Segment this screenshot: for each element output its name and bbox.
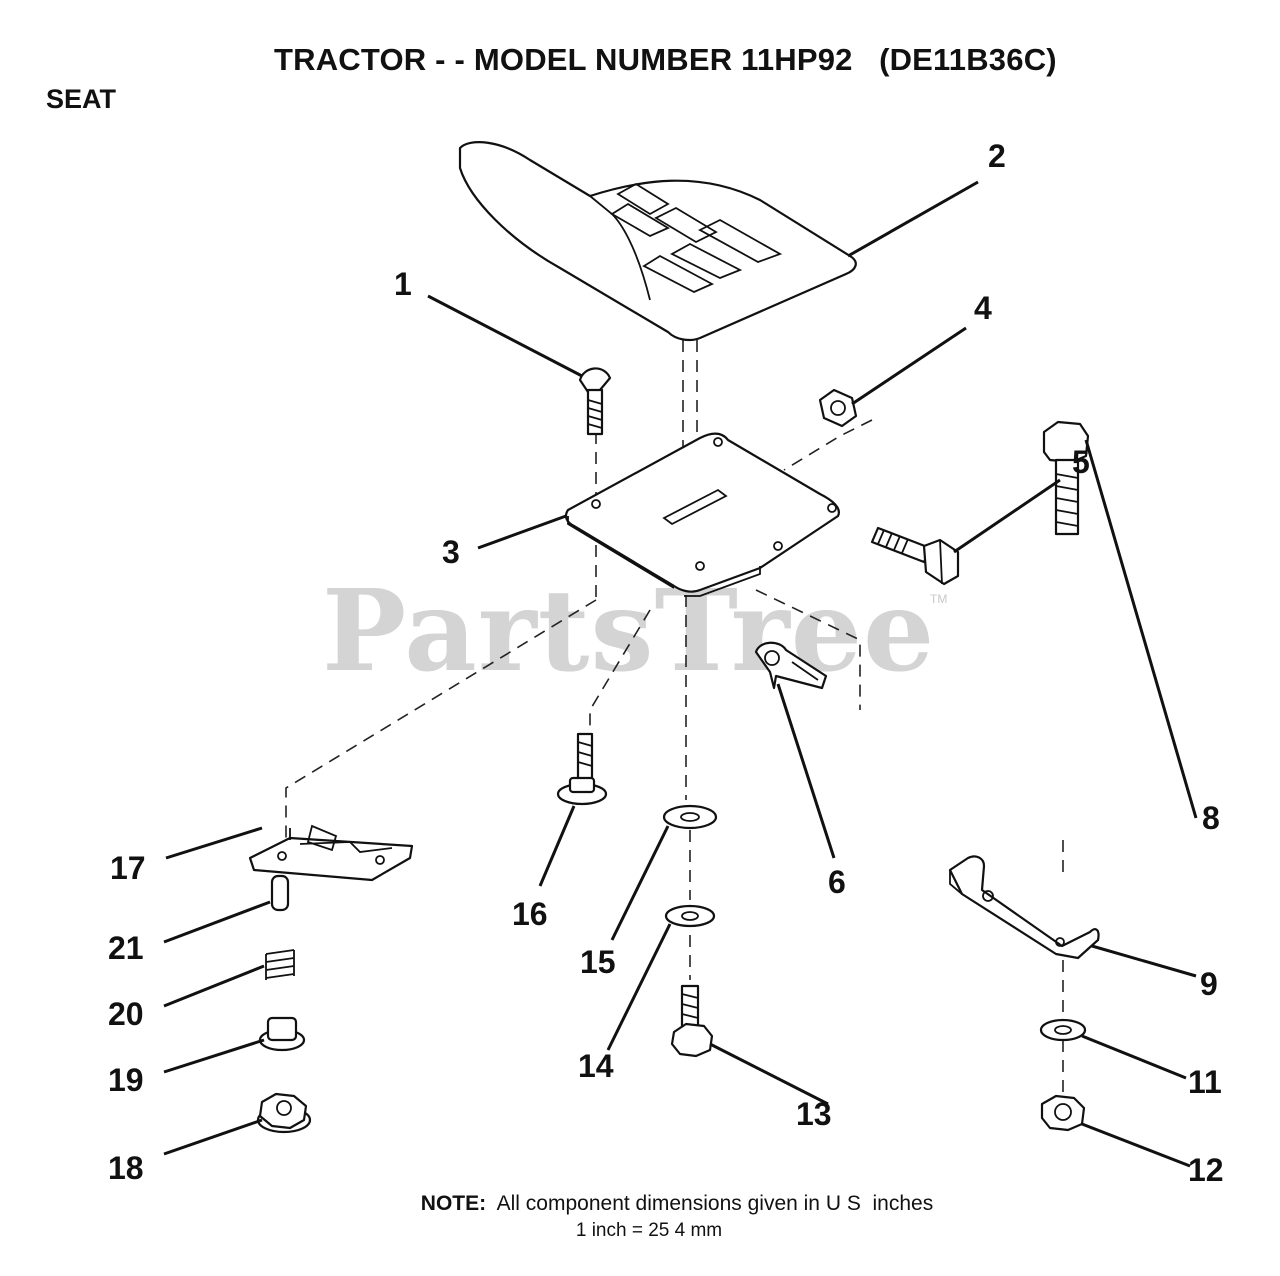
seat-bracket-part-9 xyxy=(948,855,1100,960)
flat-washer-part xyxy=(662,804,718,830)
callout-11: 11 xyxy=(1188,1064,1222,1100)
bolt-washer-part xyxy=(556,732,608,806)
clip-part xyxy=(754,641,828,690)
callout-3: 3 xyxy=(442,534,460,570)
callout-1: 1 xyxy=(394,266,412,302)
slide-plate-part xyxy=(248,824,414,882)
pin-part xyxy=(270,874,290,912)
callout-9: 9 xyxy=(1200,966,1218,1002)
assembly-lines xyxy=(285,340,1064,1100)
lock-nut-part xyxy=(1040,1094,1086,1132)
watermark-trademark: TM xyxy=(930,592,948,606)
diagram-title: TRACTOR - - MODEL NUMBER 11HP92 (DE11B36… xyxy=(274,42,1057,77)
washer-part-11 xyxy=(1039,1018,1087,1042)
callout-19: 19 xyxy=(108,1062,144,1098)
callout-8: 8 xyxy=(1202,800,1220,836)
note-text: All component dimensions given in U S in… xyxy=(486,1192,934,1215)
lock-washer-part xyxy=(664,904,716,928)
callout-15: 15 xyxy=(580,944,616,980)
callout-20: 20 xyxy=(108,996,144,1032)
callout-18: 18 xyxy=(108,1150,144,1186)
watermark: PartsTree xyxy=(322,566,936,697)
callout-12: 12 xyxy=(1188,1152,1224,1188)
callout-4: 4 xyxy=(974,290,992,326)
callout-16: 16 xyxy=(512,896,548,932)
seat-part xyxy=(458,141,857,342)
callout-2: 2 xyxy=(988,138,1006,174)
carriage-bolt-part xyxy=(578,367,612,436)
note-label: NOTE: xyxy=(420,1192,487,1215)
hex-bolt-part-8 xyxy=(1042,420,1090,536)
callout-14: 14 xyxy=(578,1048,614,1084)
callout-13: 13 xyxy=(796,1096,832,1132)
hex-bolt-part-13 xyxy=(670,984,714,1058)
callout-17: 17 xyxy=(110,850,146,886)
callout-5: 5 xyxy=(1072,444,1090,480)
spring-part xyxy=(265,949,295,980)
callout-21: 21 xyxy=(108,930,144,966)
seat-bracket-part xyxy=(564,432,840,597)
note-line-1: NOTE: All component dimensions given in … xyxy=(0,1192,1280,1216)
hex-bolt-part-5 xyxy=(870,526,960,586)
flange-nut-part xyxy=(256,1092,312,1134)
hex-nut-part xyxy=(818,388,858,428)
leader-lines xyxy=(163,180,1198,1168)
callout-6: 6 xyxy=(828,864,846,900)
section-label: SEAT xyxy=(46,84,117,114)
note-line-2: 1 inch = 25 4 mm xyxy=(575,1220,723,1241)
shoulder-bolt-part xyxy=(258,1016,306,1052)
